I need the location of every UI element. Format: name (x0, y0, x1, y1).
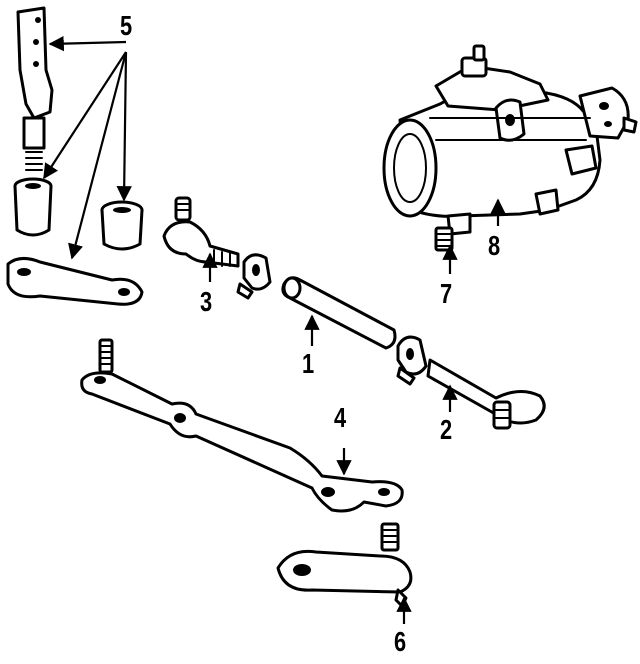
adjuster-clamp-right (396, 335, 428, 386)
callout-7: 7 (440, 278, 453, 309)
idler-bushing-left (13, 177, 53, 237)
callout-2: 2 (440, 414, 453, 445)
center-link (80, 338, 404, 513)
adjuster-clamp-left (236, 253, 272, 300)
callout-1: 1 (302, 348, 315, 379)
steering-gear (382, 44, 638, 252)
callout-5-leaders (43, 35, 132, 260)
callout-6: 6 (394, 626, 407, 657)
callout-5: 5 (120, 10, 133, 41)
callout-8: 8 (488, 230, 501, 261)
adjusting-sleeve (281, 276, 397, 350)
idler-arm-bracket (16, 6, 54, 171)
pitman-arm (276, 522, 413, 608)
idler-bushing-right (100, 200, 144, 251)
callout-4: 4 (334, 402, 347, 433)
idler-link (6, 257, 144, 306)
callout-3: 3 (200, 286, 213, 317)
tie-rod-end-left (162, 196, 240, 268)
tie-rod-end-right (426, 358, 546, 430)
